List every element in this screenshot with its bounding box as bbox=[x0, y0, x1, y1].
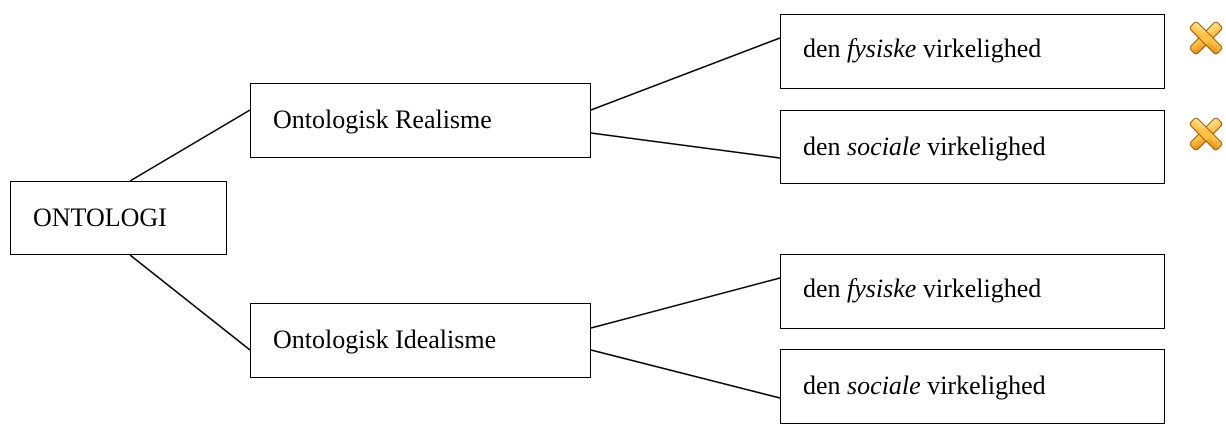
x-mark-icon bbox=[1189, 21, 1223, 55]
branch-label: Ontologisk Idealisme bbox=[273, 325, 497, 354]
branch-node-realism: Ontologisk Realisme bbox=[250, 83, 591, 158]
leaf-suffix: virkelighed bbox=[920, 371, 1046, 400]
connector-root-to-idealism bbox=[129, 254, 251, 351]
branch-node-idealism: Ontologisk Idealisme bbox=[250, 303, 591, 378]
leaf-prefix: den bbox=[803, 274, 848, 303]
leaf-prefix: den bbox=[803, 132, 848, 161]
leaf-emphasis: sociale bbox=[847, 132, 921, 161]
root-label: ONTOLOGI bbox=[33, 203, 167, 233]
leaf-emphasis: fysiske bbox=[847, 34, 917, 63]
leaf-prefix: den bbox=[803, 371, 848, 400]
connector-root-to-realism bbox=[129, 109, 251, 182]
leaf-node-idealism-physical: den fysiske virkelighed bbox=[780, 254, 1165, 329]
leaf-suffix: virkelighed bbox=[920, 132, 1046, 161]
leaf-emphasis: fysiske bbox=[847, 274, 917, 303]
x-mark-icon bbox=[1189, 117, 1223, 151]
leaf-emphasis: sociale bbox=[847, 371, 921, 400]
leaf-suffix: virkelighed bbox=[916, 34, 1042, 63]
connector-idealism-to-leaf-4 bbox=[590, 349, 781, 399]
branch-label: Ontologisk Realisme bbox=[273, 105, 492, 134]
leaf-prefix: den bbox=[803, 34, 848, 63]
leaf-suffix: virkelighed bbox=[916, 274, 1042, 303]
leaf-node-realism-social: den sociale virkelighed bbox=[780, 110, 1165, 184]
leaf-node-idealism-social: den sociale virkelighed bbox=[780, 349, 1165, 424]
root-node: ONTOLOGI bbox=[10, 181, 227, 255]
connector-idealism-to-leaf-3 bbox=[590, 277, 781, 329]
connector-realism-to-leaf-1 bbox=[590, 37, 781, 111]
connector-realism-to-leaf-2 bbox=[590, 132, 781, 159]
leaf-node-realism-physical: den fysiske virkelighed bbox=[780, 14, 1165, 89]
